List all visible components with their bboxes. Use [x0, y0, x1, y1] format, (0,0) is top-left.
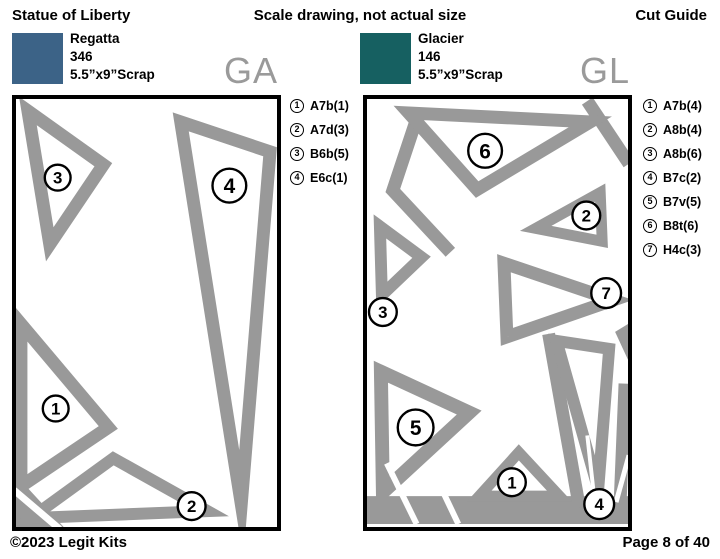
legend-row: 7 H4c(3)	[643, 238, 702, 262]
legend-piece-label: B8t(6)	[663, 219, 699, 233]
fabric-info-regatta: Regatta 346 5.5”x9”Scrap	[70, 30, 155, 84]
piece-number: 1	[51, 400, 60, 419]
cut-gap	[585, 435, 596, 490]
piece-number: 1	[507, 473, 516, 492]
legend-number-circle: 4	[290, 171, 304, 185]
fabric-swatch-regatta	[12, 33, 63, 84]
legend-ga: 1 A7b(1) 2 A7d(3) 3 B6b(5) 4 E6c(1)	[290, 94, 349, 190]
legend-number-circle: 5	[643, 195, 657, 209]
cut-piece-outline	[16, 451, 229, 525]
legend-piece-label: A8b(4)	[663, 123, 702, 137]
piece-number: 4	[224, 175, 236, 198]
piece-number: 3	[53, 169, 62, 188]
cut-piece-band	[385, 110, 456, 257]
legend-row: 3 A8b(6)	[643, 142, 702, 166]
legend-row: 2 A8b(4)	[643, 118, 702, 142]
page-number: Page 8 of 40	[622, 534, 710, 551]
cut-piece-outline	[548, 333, 616, 524]
piece-number-circle	[43, 163, 72, 192]
legend-row: 1 A7b(1)	[290, 94, 349, 118]
piece-number-circle	[590, 276, 623, 310]
piece-number: 2	[187, 497, 196, 516]
cut-piece-outline	[373, 360, 482, 508]
cut-piece-outline	[497, 254, 628, 346]
legend-number-circle: 2	[290, 123, 304, 137]
piece-number-circle	[583, 487, 616, 521]
piece-number: 3	[378, 303, 387, 322]
cut-piece-outline	[19, 99, 113, 262]
legend-row: 5 B7v(5)	[643, 190, 702, 214]
legend-number-circle: 3	[290, 147, 304, 161]
legend-piece-label: B7c(2)	[663, 171, 702, 185]
cut-gap	[16, 487, 62, 527]
legend-piece-label: A8b(6)	[663, 147, 702, 161]
cut-gap	[425, 460, 461, 526]
cut-piece-outline	[393, 105, 612, 198]
legend-row: 4 B7c(2)	[643, 166, 702, 190]
legend-row: 3 B6b(5)	[290, 142, 349, 166]
piece-number-circle	[41, 394, 70, 423]
fabric-number: 146	[418, 49, 441, 64]
cut-panel-ga: 3 4 1 2	[12, 95, 281, 531]
legend-piece-label: B6b(5)	[310, 147, 349, 161]
legend-row: 4 E6c(1)	[290, 166, 349, 190]
legend-piece-label: E6c(1)	[310, 171, 348, 185]
legend-piece-label: A7b(4)	[663, 99, 702, 113]
cut-gap	[384, 461, 420, 526]
fabric-info-glacier: Glacier 146 5.5”x9”Scrap	[418, 30, 503, 84]
cut-piece-outline	[16, 308, 118, 498]
piece-number-circle	[176, 490, 207, 522]
panel-watermark-ga: GA	[223, 50, 278, 91]
legend-piece-label: A7b(1)	[310, 99, 349, 113]
page-title: Statue of Liberty	[12, 7, 131, 24]
fabric-swatch-glacier	[360, 33, 411, 84]
cut-piece-band	[542, 332, 586, 509]
fabric-number: 346	[70, 49, 93, 64]
cut-piece-outline	[172, 112, 277, 527]
fabric-name: Glacier	[418, 31, 464, 46]
piece-number: 5	[410, 417, 422, 440]
cut-piece-fill	[367, 496, 628, 525]
legend-number-circle: 7	[643, 243, 657, 257]
legend-number-circle: 1	[290, 99, 304, 113]
legend-number-circle: 1	[643, 99, 657, 113]
legend-row: 1 A7b(4)	[643, 94, 702, 118]
piece-number-circle	[496, 467, 527, 498]
piece-number: 7	[601, 284, 610, 303]
cut-gap	[613, 454, 628, 503]
piece-number-circle	[467, 132, 504, 169]
fabric-size: 5.5”x9”Scrap	[70, 67, 155, 82]
piece-number-circle	[367, 296, 398, 328]
piece-number: 2	[582, 207, 591, 226]
cut-guide-label: Cut Guide	[635, 7, 707, 24]
legend-piece-label: A7d(3)	[310, 123, 349, 137]
cut-piece-outline	[373, 214, 431, 309]
panel-watermark-gl: GL	[579, 50, 630, 91]
cut-panel-gl: 6 2 3 7 5 1 4	[363, 95, 632, 531]
fabric-name: Regatta	[70, 31, 120, 46]
legend-number-circle: 4	[643, 171, 657, 185]
piece-number: 4	[595, 495, 605, 514]
piece-number-circle	[396, 408, 435, 447]
cut-diagram-gl: 6 2 3 7 5 1 4	[367, 99, 628, 526]
cut-piece-outline	[466, 444, 573, 502]
copyright: ©2023 Legit Kits	[10, 534, 127, 551]
legend-row: 6 B8t(6)	[643, 214, 702, 238]
legend-piece-label: B7v(5)	[663, 195, 702, 209]
piece-number-circle	[571, 200, 602, 231]
cut-piece-fill	[615, 323, 628, 360]
piece-number-circle	[211, 167, 248, 204]
legend-piece-label: H4c(3)	[663, 243, 702, 257]
page-subtitle: Scale drawing, not actual size	[253, 7, 467, 24]
cut-piece-band	[581, 99, 628, 168]
legend-number-circle: 2	[643, 123, 657, 137]
legend-gl: 1 A7b(4) 2 A8b(4) 3 A8b(6) 4 B7c(2) 5 B7v(5) 6 B8t(…	[643, 94, 702, 262]
piece-number: 6	[479, 140, 491, 163]
legend-number-circle: 6	[643, 219, 657, 233]
fabric-size: 5.5”x9”Scrap	[418, 67, 503, 82]
legend-row: 2 A7d(3)	[290, 118, 349, 142]
cut-diagram-ga: 3 4 1 2	[16, 99, 277, 527]
legend-number-circle: 3	[643, 147, 657, 161]
